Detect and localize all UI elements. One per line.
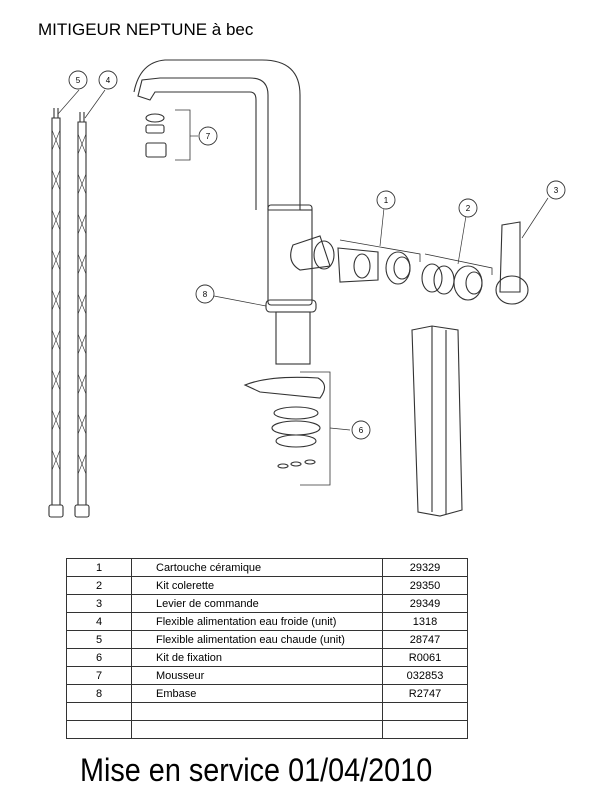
parts-table-row bbox=[66, 702, 468, 721]
svg-text:4: 4 bbox=[106, 76, 111, 85]
part-reference: R0061 bbox=[382, 648, 468, 667]
part-reference: 29350 bbox=[382, 576, 468, 595]
callout-4: 4 bbox=[98, 70, 118, 90]
faucet-spout bbox=[137, 77, 269, 210]
callout-1: 1 bbox=[376, 190, 396, 210]
mounting-profile bbox=[411, 325, 463, 517]
part-reference: R2747 bbox=[382, 684, 468, 703]
part-number: 4 bbox=[66, 612, 132, 631]
part-number bbox=[66, 720, 132, 739]
part-number: 5 bbox=[66, 630, 132, 649]
exploded-view-diagram: 1 2 3 4 5 6 7 8 bbox=[48, 59, 566, 518]
svg-text:3: 3 bbox=[554, 186, 559, 195]
part-number: 1 bbox=[66, 558, 132, 577]
svg-text:6: 6 bbox=[359, 426, 364, 435]
part-reference bbox=[382, 720, 468, 739]
part-description: Levier de commande bbox=[131, 594, 383, 613]
part-description: Cartouche céramique bbox=[131, 558, 383, 577]
part-number: 2 bbox=[66, 576, 132, 595]
svg-text:5: 5 bbox=[76, 76, 81, 85]
part-reference: 29329 bbox=[382, 558, 468, 577]
part-reference bbox=[382, 702, 468, 721]
faucet-base-ring bbox=[265, 299, 317, 313]
svg-text:7: 7 bbox=[206, 132, 211, 141]
part-description bbox=[131, 702, 383, 721]
part-description: Mousseur bbox=[131, 666, 383, 685]
cartridge bbox=[337, 247, 379, 283]
part-description bbox=[131, 720, 383, 739]
part-number bbox=[66, 702, 132, 721]
svg-text:2: 2 bbox=[466, 204, 471, 213]
svg-text:1: 1 bbox=[384, 196, 389, 205]
part-description: Flexible alimentation eau froide (unit) bbox=[131, 612, 383, 631]
part-reference: 29349 bbox=[382, 594, 468, 613]
callout-2: 2 bbox=[458, 198, 478, 218]
part-number: 7 bbox=[66, 666, 132, 685]
part-description: Embase bbox=[131, 684, 383, 703]
callout-3: 3 bbox=[546, 180, 566, 200]
part-number: 3 bbox=[66, 594, 132, 613]
callout-5: 5 bbox=[68, 70, 88, 90]
part-description: Flexible alimentation eau chaude (unit) bbox=[131, 630, 383, 649]
callout-6: 6 bbox=[351, 420, 371, 440]
faucet-base-column bbox=[275, 311, 311, 365]
flexible-hose-cold bbox=[74, 112, 90, 518]
part-number: 8 bbox=[66, 684, 132, 703]
callout-7: 7 bbox=[198, 126, 218, 146]
part-reference: 032853 bbox=[382, 666, 468, 685]
part-number: 6 bbox=[66, 648, 132, 667]
svg-text:8: 8 bbox=[203, 290, 208, 299]
commissioning-date: Mise en service 01/04/2010 bbox=[80, 752, 433, 788]
control-lever bbox=[499, 221, 521, 293]
part-description: Kit de fixation bbox=[131, 648, 383, 667]
parts-table-row bbox=[66, 720, 468, 739]
part-reference: 28747 bbox=[382, 630, 468, 649]
document-title: MITIGEUR NEPTUNE à bec bbox=[38, 20, 254, 39]
part-description: Kit colerette bbox=[131, 576, 383, 595]
part-reference: 1318 bbox=[382, 612, 468, 631]
faucet-body bbox=[267, 204, 313, 306]
callout-8: 8 bbox=[195, 284, 215, 304]
flexible-hose-hot bbox=[48, 108, 64, 518]
